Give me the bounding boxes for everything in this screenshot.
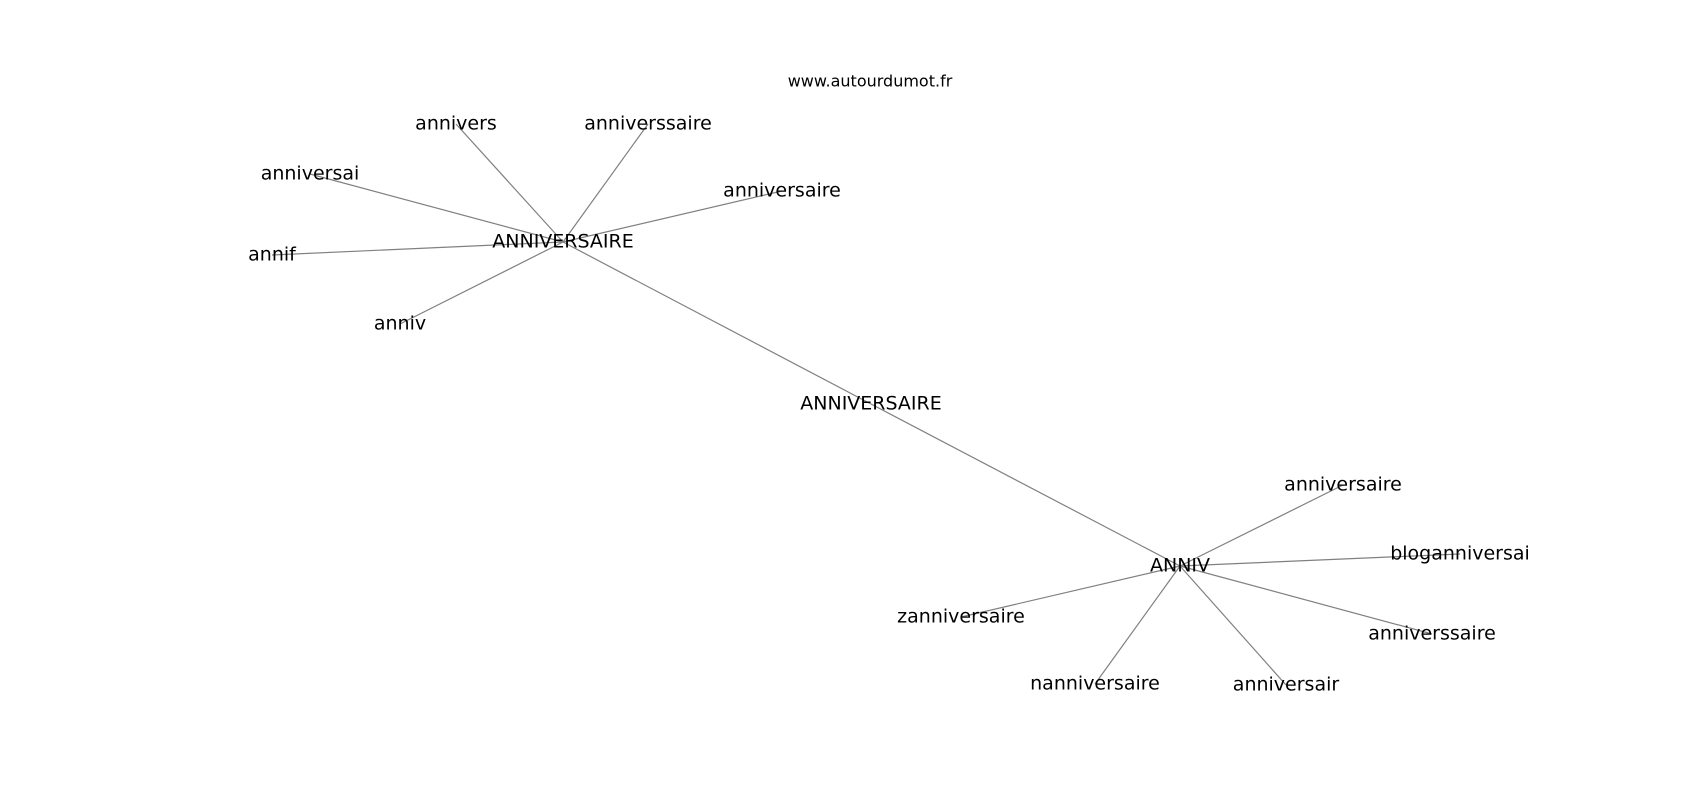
node-label-n-anniversair: anniversair: [1233, 674, 1340, 696]
node-label-n-zanniversaire: zanniversaire: [897, 606, 1025, 628]
edge-hub-anniv-n-anniversaire-2: [1179, 484, 1344, 567]
node-label-n-anniversaire-2: anniversaire: [1284, 474, 1402, 496]
edge-hub-anniversaire-n-annivers: [455, 123, 564, 243]
edge-hub-anniv-n-anniverssaire-2: [1179, 565, 1433, 635]
label-layer: www.autourdumot.fr ANNIVERSAIRE ANNIVERSA…: [248, 72, 1530, 696]
edge-root-hub-anniv: [870, 403, 1181, 567]
node-label-n-annivers: annivers: [415, 113, 497, 135]
node-label-n-anniverssaire-2: anniverssaire: [1368, 623, 1496, 645]
edge-hub-anniversaire-n-anniv: [399, 241, 564, 325]
edge-hub-anniversaire-n-annif: [271, 241, 564, 256]
node-label-n-anniversaire-1: anniversaire: [723, 180, 841, 202]
edge-hub-anniv-n-zanniversaire: [960, 565, 1181, 618]
node-label-n-anniversai: anniversai: [261, 163, 360, 185]
node-label-n-anniv: anniv: [374, 313, 426, 335]
node-label-n-anniverssaire-1: anniverssaire: [584, 113, 712, 135]
edge-hub-anniversaire-n-anniversaire-1: [562, 190, 783, 243]
edge-root-hub-anniversaire: [562, 241, 872, 405]
edge-hub-anniversaire-n-anniverssaire-1: [562, 123, 649, 243]
edge-hub-anniv-n-bloganniversai: [1179, 553, 1461, 567]
node-label-n-annif: annif: [248, 244, 297, 266]
site-watermark: www.autourdumot.fr: [788, 72, 953, 91]
edge-hub-anniv-n-nanniversaire: [1094, 565, 1181, 685]
node-label-n-nanniversaire: nanniversaire: [1030, 673, 1160, 695]
edge-hub-anniversaire-n-anniversai: [309, 173, 564, 243]
edge-layer: [271, 123, 1461, 686]
edge-hub-anniv-n-anniversair: [1179, 565, 1287, 686]
node-label-hub-anniv: ANNIV: [1150, 555, 1210, 577]
node-label-hub-anniversaire: ANNIVERSAIRE: [492, 231, 633, 253]
node-label-n-bloganniversai: bloganniversai: [1390, 543, 1530, 565]
node-label-root: ANNIVERSAIRE: [800, 393, 941, 415]
